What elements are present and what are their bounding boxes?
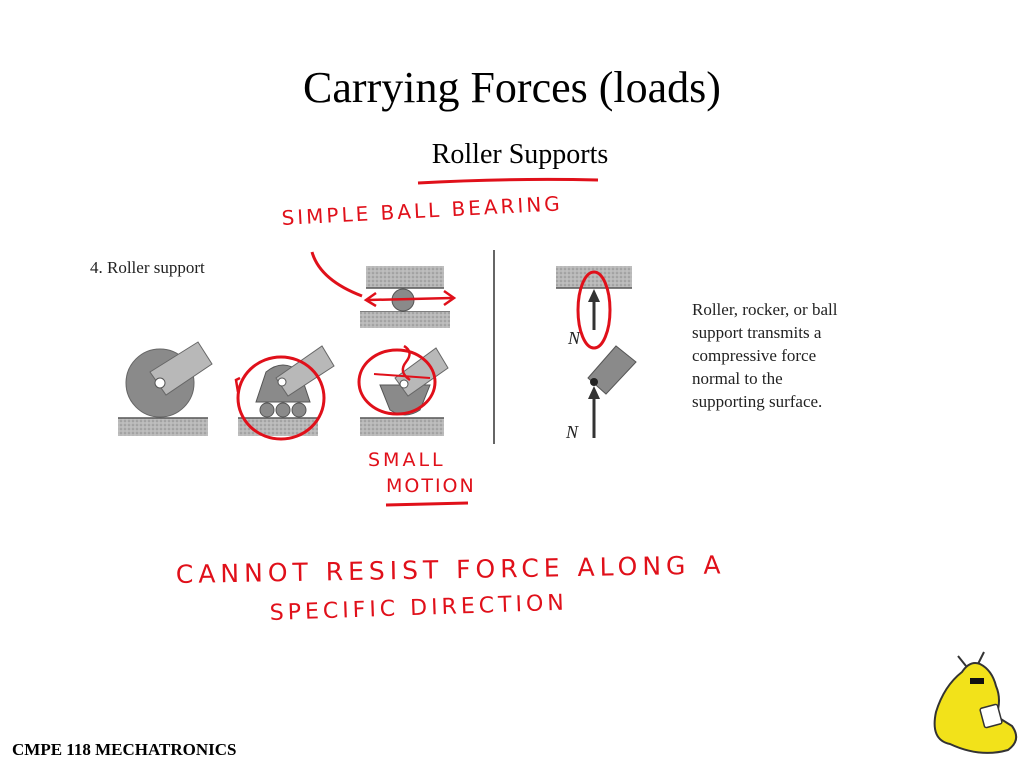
figure-caption: 4. Roller support bbox=[90, 258, 205, 277]
description-line: normal to the bbox=[692, 369, 783, 388]
annotation-double-arrow bbox=[367, 296, 453, 302]
description-line: compressive force bbox=[692, 346, 816, 365]
subtitle-underline bbox=[417, 177, 599, 185]
mascot-slug-icon bbox=[933, 651, 1018, 754]
ball-support bbox=[360, 266, 450, 328]
annotation-pointer bbox=[310, 251, 363, 298]
ink-annotations: SIMPLE BALL BEARING SMALL MOTION CANNOT … bbox=[176, 191, 726, 626]
wheel-support bbox=[118, 341, 213, 436]
rocker-support bbox=[360, 347, 449, 436]
annotation-circle-force bbox=[576, 270, 612, 350]
force-label-top: N bbox=[567, 328, 581, 348]
annotation-small-motion-1: SMALL bbox=[368, 449, 446, 471]
annotation-small-motion-2: MOTION bbox=[386, 475, 476, 497]
roller-support bbox=[238, 345, 335, 436]
description-line: Roller, rocker, or ball bbox=[692, 300, 838, 319]
footer-course-label: CMPE 118 MECHATRONICS bbox=[12, 740, 237, 759]
force-diagram-bottom bbox=[587, 345, 637, 438]
force-diagram-top bbox=[556, 266, 632, 330]
annotation-cannot-resist-2: SPECIFIC DIRECTION bbox=[269, 591, 568, 626]
description-line: supporting surface. bbox=[692, 392, 822, 411]
figure-description: Roller, rocker, or ball support transmit… bbox=[692, 300, 838, 411]
force-label-bottom: N bbox=[565, 422, 579, 442]
slide-subtitle: Roller Supports bbox=[431, 139, 609, 170]
annotation-circle-rocker bbox=[357, 348, 437, 416]
annotation-cannot-resist-1: CANNOT RESIST FORCE ALONG A bbox=[176, 550, 726, 589]
annotation-circle-rollers bbox=[236, 355, 326, 441]
annotation-ball-bearing: SIMPLE BALL BEARING bbox=[281, 191, 563, 230]
slide-title: Carrying Forces (loads) bbox=[303, 63, 721, 112]
description-line: support transmits a bbox=[692, 323, 822, 342]
